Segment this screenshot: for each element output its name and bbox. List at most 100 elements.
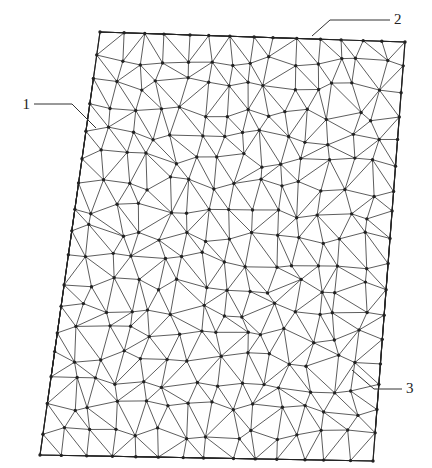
mesh-node-dot	[70, 229, 73, 232]
mesh-node-dot	[145, 188, 148, 191]
mesh-node-dot	[288, 362, 291, 365]
mesh-node-dot	[74, 409, 77, 412]
mesh-node-dot	[77, 181, 80, 184]
mesh-node-dot	[268, 352, 271, 355]
mesh-node-dot	[113, 383, 116, 386]
mesh-node-dot	[317, 62, 320, 65]
mesh-node-dot	[75, 376, 78, 379]
mesh-node-dot	[175, 162, 178, 165]
mesh-node-dot	[225, 289, 228, 292]
mesh-node-dot	[214, 331, 217, 334]
mesh-node-dot	[232, 408, 235, 411]
mesh-node-dot	[399, 91, 402, 94]
mesh-node-dot	[382, 313, 385, 316]
mesh-node-dot	[207, 81, 210, 84]
mesh-node-dot	[372, 195, 375, 198]
mesh-node-dot	[111, 455, 114, 458]
leader-line	[352, 370, 402, 389]
mesh-node-dot	[82, 302, 85, 305]
mesh-node-dot	[261, 84, 264, 87]
mesh-node-dot	[283, 110, 286, 113]
mesh-node-dot	[353, 156, 356, 159]
mesh-node-dot	[60, 454, 63, 457]
mesh-node-dot	[299, 157, 302, 160]
mesh-node-dot	[333, 391, 336, 394]
mesh-node-dot	[379, 362, 382, 365]
mesh-node-dot	[319, 38, 322, 41]
mesh-node-dot	[128, 182, 131, 185]
mesh-node-dot	[157, 455, 160, 458]
mesh-node-dot	[187, 178, 190, 181]
mesh-node-dot	[349, 389, 352, 392]
mesh-node-dot	[228, 35, 231, 38]
mesh-node-dot	[353, 361, 356, 364]
mesh-node-dot	[350, 81, 353, 84]
mesh-node-dot	[248, 290, 251, 293]
mesh-node-dot	[211, 60, 214, 63]
mesh-node-dot	[122, 31, 125, 34]
mesh-node-dot	[306, 108, 309, 111]
mesh-node-dot	[154, 79, 157, 82]
mesh-node-dot	[280, 184, 283, 187]
mesh-node-dot	[377, 383, 380, 386]
mesh-node-dot	[134, 455, 137, 458]
mesh-node-dot	[267, 55, 270, 58]
mesh-node-dot	[59, 305, 62, 308]
mesh-node-dot	[226, 115, 229, 118]
mesh-node-dot	[143, 32, 146, 35]
mesh-node-dot	[364, 280, 367, 283]
mesh-node-dot	[185, 212, 188, 215]
mesh-node-dot	[73, 360, 76, 363]
mesh-node-dot	[403, 40, 406, 43]
mesh-node-dot	[126, 151, 129, 154]
leader-line	[34, 104, 96, 128]
mesh-node-dot	[365, 267, 368, 270]
mesh-node-dot	[241, 382, 244, 385]
mesh-node-dot	[205, 286, 208, 289]
mesh-node-dot	[321, 291, 324, 294]
mesh-node-dot	[200, 329, 203, 332]
mesh-node-dot	[88, 428, 91, 431]
mesh-node-dot	[241, 131, 244, 134]
mesh-node-dot	[365, 311, 368, 314]
mesh-node-dot	[340, 57, 343, 60]
mesh-node-dot	[219, 354, 222, 357]
mesh-node-dot	[161, 61, 164, 64]
mesh-node-dot	[271, 36, 274, 39]
mesh-node-dot	[294, 64, 297, 67]
mesh-node-dot	[232, 457, 235, 460]
mesh-node-dot	[299, 278, 302, 281]
mesh-node-dot	[249, 429, 252, 432]
mesh-node-dot	[386, 262, 389, 265]
mesh-node-dot	[145, 399, 148, 402]
mesh-node-dot	[215, 155, 218, 158]
mesh-node-dot	[85, 454, 88, 457]
mesh-node-dot	[295, 216, 298, 219]
mesh-node-dot	[371, 158, 374, 161]
mesh-node-dot	[178, 105, 181, 108]
mesh-node-dot	[108, 107, 111, 110]
mesh-node-dot	[157, 238, 160, 241]
mesh-node-dot	[227, 84, 230, 87]
mesh-node-dot	[246, 81, 249, 84]
mesh-node-dot	[121, 60, 124, 63]
mesh-node-dot	[375, 408, 378, 411]
mesh-node-dot	[318, 313, 321, 316]
mesh-node-dot	[401, 64, 404, 67]
mesh-node-dot	[186, 76, 189, 79]
mesh-node-dot	[140, 88, 143, 91]
mesh-node-dot	[202, 456, 205, 459]
mesh-node-dot	[267, 115, 270, 118]
mesh-node-dot	[388, 237, 391, 240]
mesh-node-dot	[349, 459, 352, 462]
mesh-node-dot	[84, 130, 87, 133]
mesh-node-dot	[304, 365, 307, 368]
mesh-node-dot	[204, 435, 207, 438]
mesh-node-dot	[258, 128, 261, 131]
mesh-node-dot	[228, 237, 231, 240]
triangular-mesh	[38, 30, 406, 462]
mesh-node-dot	[122, 235, 125, 238]
mesh-edges	[40, 32, 405, 461]
mesh-node-dot	[282, 327, 285, 330]
mesh-node-dot	[377, 138, 380, 141]
